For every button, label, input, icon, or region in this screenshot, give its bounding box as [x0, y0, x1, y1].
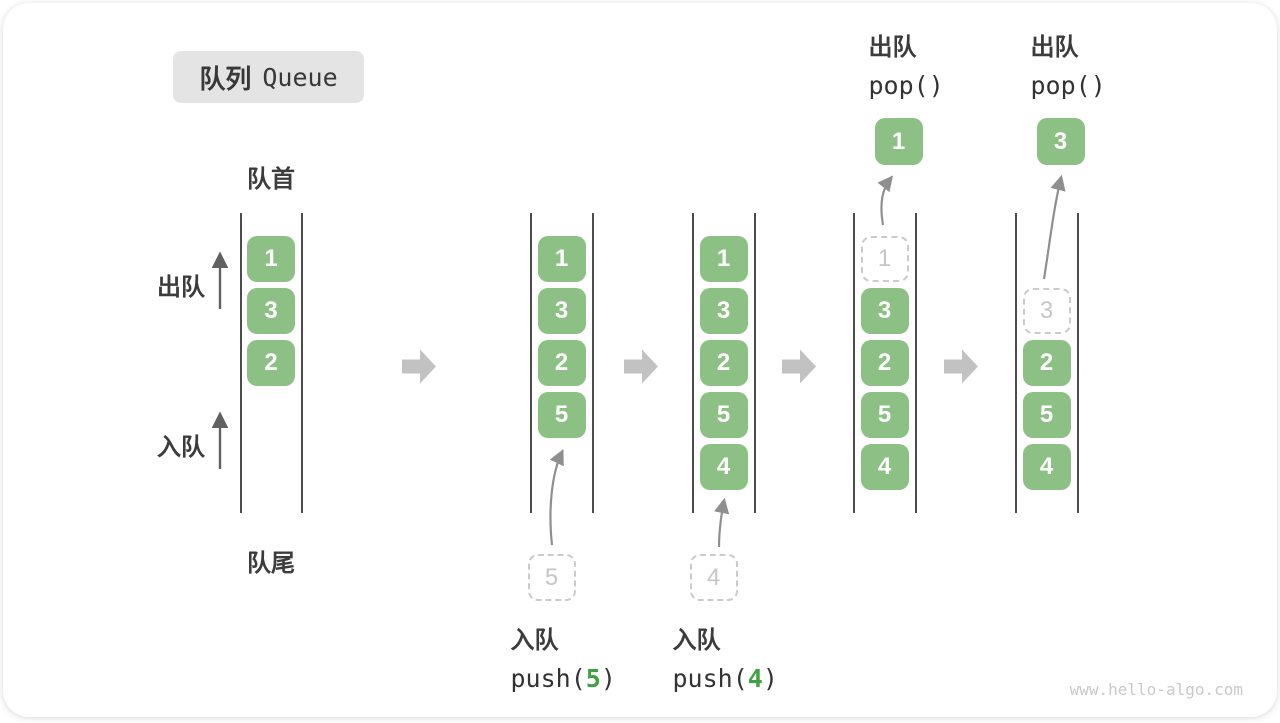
push-close-paren: )	[600, 664, 616, 693]
popped-element: 3	[1036, 118, 1085, 165]
pop1-curve-arrow-icon	[877, 175, 894, 226]
queue-element: 3	[247, 288, 295, 334]
dequeue-caption: 出队 pop()	[1031, 27, 1106, 100]
queue-rail-right	[301, 213, 303, 513]
dequeue-caption-code: pop()	[1030, 71, 1106, 100]
incoming-element: 4	[689, 554, 738, 601]
right-block-arrow-icon	[782, 349, 816, 384]
queue-rail-right	[591, 213, 594, 513]
dequeue-caption-label: 出队	[868, 34, 917, 61]
queue-element-removed: 1	[860, 236, 909, 282]
queue-element: 2	[699, 340, 748, 386]
right-block-arrow-icon	[624, 349, 658, 384]
queue-element: 1	[537, 236, 586, 282]
queue-element: 5	[860, 392, 909, 438]
enqueue-caption-code: push(4)	[673, 664, 778, 693]
queue-element: 3	[860, 288, 909, 334]
dequeue-caption-code: pop()	[868, 71, 944, 100]
queue-front-label: 队首	[247, 166, 295, 193]
queue-rail-right	[1076, 213, 1079, 513]
popped-element: 1	[874, 118, 923, 165]
push-fn-text: push(	[672, 664, 748, 693]
queue-element: 2	[1022, 340, 1071, 386]
enqueue-caption: 入队 push(4)	[673, 620, 778, 693]
queue-rear-label: 队尾	[247, 550, 295, 577]
push4-curve-arrow-icon	[714, 497, 730, 548]
queue-element: 5	[537, 392, 586, 438]
enqueue-caption-code: push(5)	[511, 664, 616, 693]
push-fn-text: push(	[510, 664, 586, 693]
push-close-paren: )	[762, 664, 778, 693]
enqueue-caption-label: 入队	[510, 627, 559, 654]
queue-element: 5	[1022, 392, 1071, 438]
queue-element-removed: 3	[1022, 288, 1071, 334]
queue-element: 1	[247, 236, 295, 282]
push-arg-value: 4	[747, 664, 763, 693]
queue-element: 3	[699, 288, 748, 334]
diagram-title: 队列 Queue	[173, 51, 364, 103]
queue-rail-left	[692, 213, 694, 513]
dequeue-side-label: 出队	[157, 274, 205, 301]
push5-curve-arrow-icon	[549, 449, 564, 546]
push-arg-value: 5	[585, 664, 601, 693]
queue-element: 4	[699, 444, 748, 490]
title-zh: 队列	[199, 63, 252, 94]
arrows-overlay	[211, 174, 1066, 548]
watermark: www.hello-algo.com	[1069, 680, 1243, 699]
queue-element: 2	[537, 340, 586, 386]
queue-element: 1	[699, 236, 748, 282]
queue-element: 4	[1022, 444, 1071, 490]
incoming-element: 5	[527, 554, 576, 601]
enqueue-caption-label: 入队	[672, 627, 721, 654]
dequeue-caption: 出队 pop()	[869, 27, 944, 100]
title-en: Queue	[262, 62, 338, 92]
queue-element: 2	[247, 340, 295, 386]
queue-element: 4	[860, 444, 909, 490]
queue-rail-right	[753, 213, 756, 513]
queue-rail-left	[853, 213, 855, 513]
pop3-curve-arrow-icon	[1042, 174, 1066, 280]
dequeue-caption-label: 出队	[1030, 34, 1079, 61]
right-block-arrow-icon	[944, 349, 978, 384]
queue-rail-right	[914, 213, 917, 513]
queue-rail-left	[239, 213, 242, 513]
enqueue-caption: 入队 push(5)	[511, 620, 616, 693]
queue-element: 5	[699, 392, 748, 438]
right-block-arrow-icon	[402, 349, 436, 384]
queue-rail-left	[1015, 213, 1017, 513]
queue-element: 2	[860, 340, 909, 386]
queue-element: 3	[537, 288, 586, 334]
queue-rail-left	[530, 213, 532, 513]
enqueue-side-label: 入队	[157, 434, 205, 461]
